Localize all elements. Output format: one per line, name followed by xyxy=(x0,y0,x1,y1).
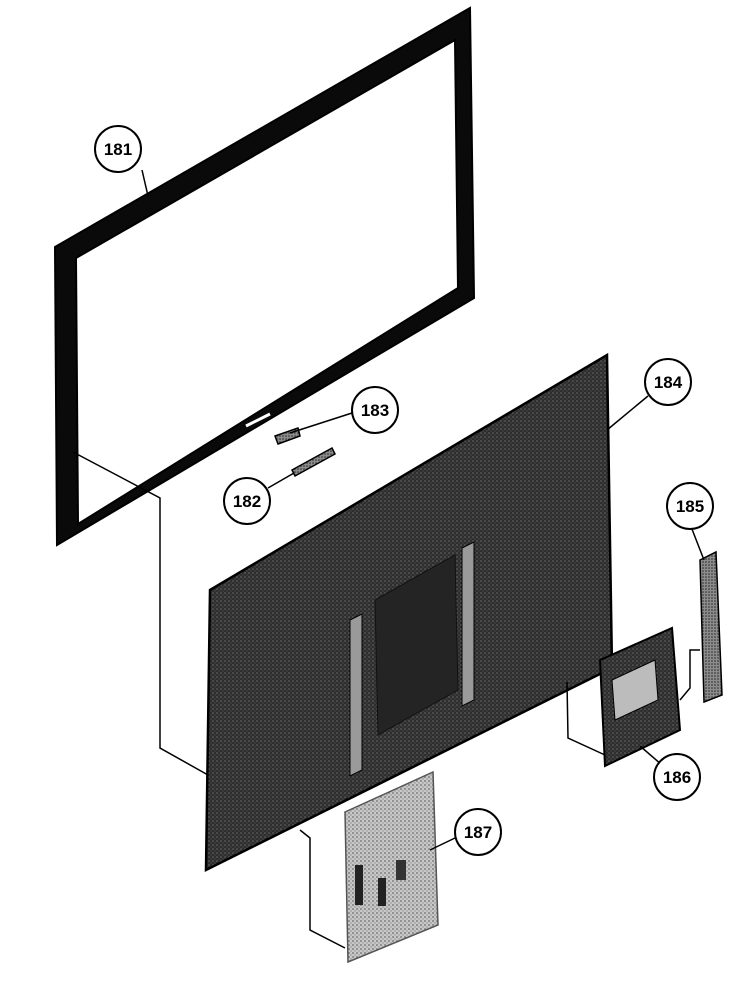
leader-lines xyxy=(72,169,705,949)
callout-182-label: 182 xyxy=(233,492,261,511)
board-186 xyxy=(598,626,682,768)
panel-center-board xyxy=(374,554,459,736)
callout-187: 187 xyxy=(454,808,502,856)
callout-183: 183 xyxy=(351,386,399,434)
callout-182: 182 xyxy=(223,477,271,525)
callout-186: 186 xyxy=(653,753,701,801)
circuit-board-187 xyxy=(344,770,439,964)
callout-181: 181 xyxy=(94,125,142,173)
callout-184: 184 xyxy=(644,358,692,406)
panel-bracket-left xyxy=(349,613,363,777)
callout-187-label: 187 xyxy=(464,823,492,842)
panel-bracket-right xyxy=(461,541,475,707)
callout-185-label: 185 xyxy=(676,497,704,516)
component-182 xyxy=(291,446,336,478)
callout-183-label: 183 xyxy=(361,401,389,420)
callout-184-label: 184 xyxy=(654,373,683,392)
callout-185: 185 xyxy=(666,482,714,530)
callout-181-label: 181 xyxy=(104,140,132,159)
front-bezel-181 xyxy=(53,6,476,547)
callout-186-label: 186 xyxy=(663,768,691,787)
connector-185 xyxy=(699,550,723,704)
bezel-logo-mark xyxy=(245,412,271,428)
